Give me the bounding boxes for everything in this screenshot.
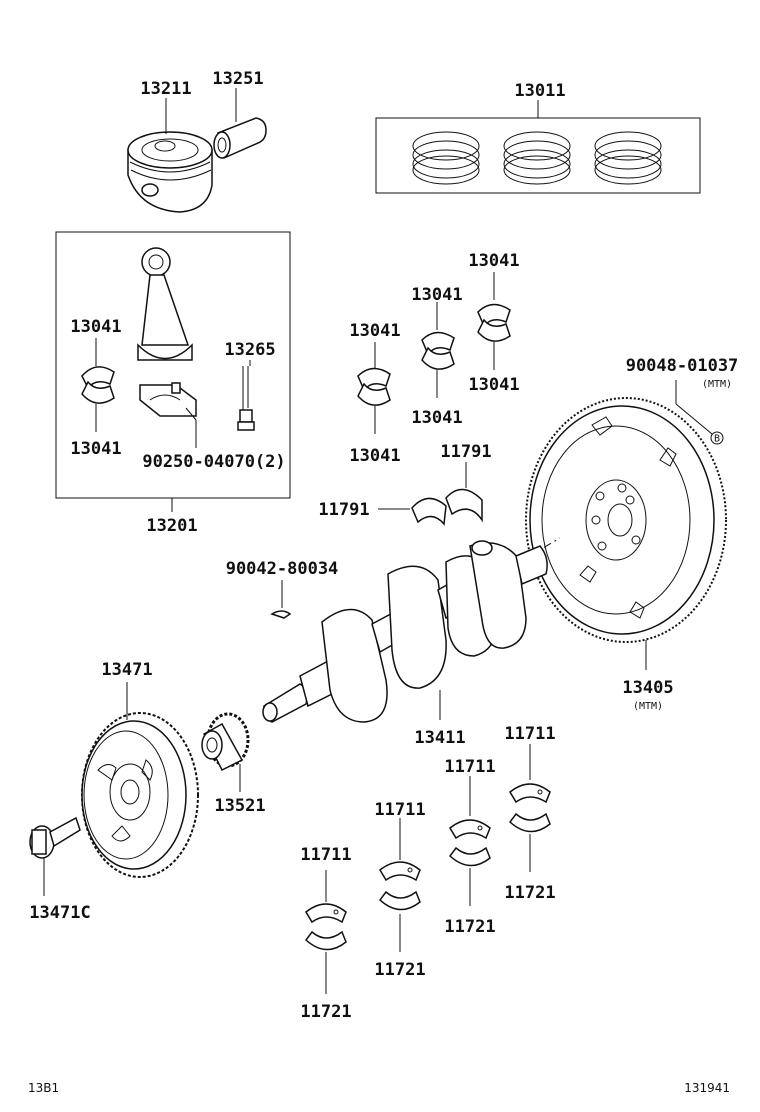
label-piston: 13211 [140, 79, 191, 99]
label-mb3-upper: 11711 [444, 757, 495, 777]
label-pulley-bolt: 13471C [29, 903, 90, 923]
piston-drawing [127, 131, 213, 213]
callout-b-marker: B [714, 434, 720, 445]
label-flywheel-bolt: 90048-01037 [626, 356, 739, 376]
piston-pin-drawing [213, 117, 267, 160]
crankshaft-pulley-drawing [81, 712, 199, 878]
main-bearing-set-3 [448, 819, 491, 867]
crankshaft-drawing [262, 540, 548, 723]
label-mb1-upper: 11711 [300, 845, 351, 865]
main-bearing-set-2 [378, 861, 421, 911]
label-b1-top: 13041 [349, 321, 400, 341]
label-thrust-left: 11791 [318, 500, 369, 520]
label-piston-pin: 13251 [212, 69, 263, 89]
conrod-bearing-drawing [81, 366, 115, 404]
connecting-rod-drawing [137, 247, 197, 417]
label-conrod-nut: 90250-04070(2) [142, 452, 285, 472]
conrod-bolt-drawing [237, 366, 255, 431]
pulley-bolt-drawing [29, 816, 81, 859]
label-flywheel-note: (MTM) [633, 701, 663, 712]
label-flywheel: 13405 [622, 678, 673, 698]
leader-flywheel-bolt-diag [675, 403, 713, 435]
label-b1-bottom: 13041 [349, 446, 400, 466]
main-bearing-set-4 [508, 783, 551, 833]
label-mb4-lower: 11721 [504, 883, 555, 903]
label-mb2-upper: 11711 [374, 800, 425, 820]
footer-left-code: 13B1 [28, 1081, 59, 1095]
label-conrod-bearing-lower: 13041 [70, 439, 121, 459]
label-crank-key: 90042-80034 [226, 559, 339, 579]
label-conrod-bearing-upper: 13041 [70, 317, 121, 337]
label-conrod-bolt: 13265 [224, 340, 275, 360]
label-thrust-right: 11791 [440, 442, 491, 462]
flywheel-drawing [525, 397, 727, 643]
label-crankshaft: 13411 [414, 728, 465, 748]
crank-key-drawing [270, 610, 292, 619]
callout-b-circle [710, 431, 724, 445]
piston-rings-drawing [412, 131, 662, 185]
label-b3-top: 13041 [468, 251, 519, 271]
footer-right-code: 131941 [684, 1081, 730, 1095]
label-mb3-lower: 11721 [444, 917, 495, 937]
label-b2-top: 13041 [411, 285, 462, 305]
leader-conrod-nut [185, 407, 197, 421]
label-flywheel-bolt-note: (MTM) [702, 379, 732, 390]
label-mb2-lower: 11721 [374, 960, 425, 980]
crank-bearing-pair-1 [357, 367, 391, 406]
label-b2-bottom: 13041 [411, 408, 462, 428]
label-pulley: 13471 [101, 660, 152, 680]
crank-bearing-pair-2 [421, 331, 455, 370]
label-piston-rings: 13011 [514, 81, 565, 101]
label-sprocket: 13521 [214, 796, 265, 816]
main-bearing-set-1 [304, 903, 347, 951]
label-b3-bottom: 13041 [468, 375, 519, 395]
thrust-washer-drawing [411, 488, 483, 526]
label-mb1-lower: 11721 [300, 1002, 351, 1022]
crank-bearing-pair-3 [477, 303, 511, 342]
label-mb4-upper: 11711 [504, 724, 555, 744]
label-conrod-assembly: 13201 [146, 516, 197, 536]
connecting-rod-box [55, 231, 291, 499]
crank-sprocket-drawing [201, 712, 250, 772]
